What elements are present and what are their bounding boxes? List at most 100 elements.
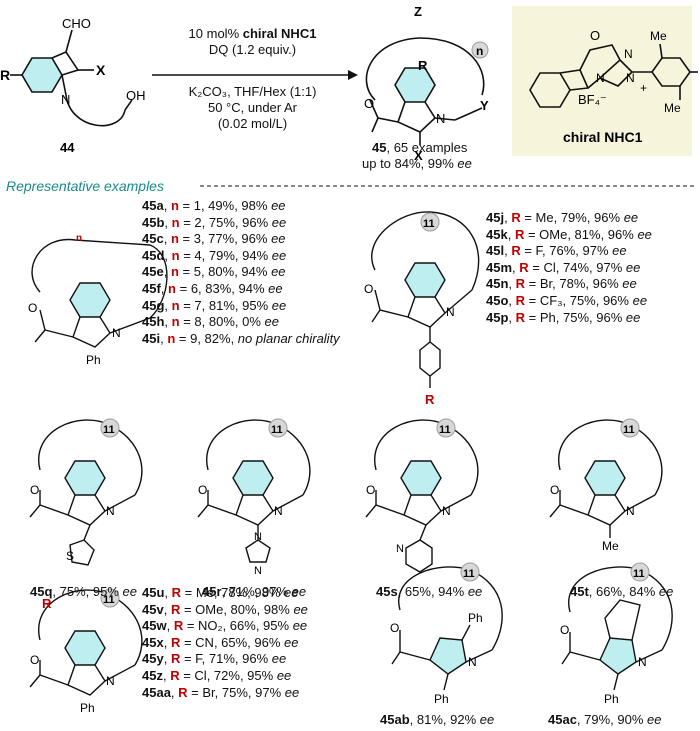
example-45j: 45j, R = Me, 79%, 96% ee xyxy=(486,210,639,225)
example-id: 45c xyxy=(142,231,164,247)
struct-45q-ring: 11 xyxy=(103,424,115,436)
struct-45a-Ph: Ph xyxy=(86,353,101,367)
catalyst-N1: N xyxy=(624,47,633,61)
example-45w: 45w, R = NO₂, 66%, 95% ee xyxy=(142,618,308,634)
catalyst-box xyxy=(512,6,692,156)
variable-value: 6 xyxy=(190,280,199,296)
example-45a: 45a, n = 1, 49%, 98% ee xyxy=(142,198,286,213)
cond-conc: (0.02 mol/L) xyxy=(217,116,288,131)
reactant-cho: CHO xyxy=(62,16,91,31)
variable-value: OMe xyxy=(195,601,224,617)
variable-value: Ph xyxy=(539,309,556,325)
product-caption: 45, 65 examples xyxy=(372,140,468,155)
example-45h: 45h, n = 8, 80%, 0% ee xyxy=(142,314,279,330)
variable-value: Cl xyxy=(543,259,556,275)
struct-45r-N3: N xyxy=(254,565,262,577)
example-45c: 45c, n = 3, 77%, 96% ee xyxy=(142,231,286,247)
variable-value: 8 xyxy=(194,314,202,330)
variable-symbol: R xyxy=(515,276,526,292)
struct-45u-ring: 11 xyxy=(103,594,115,606)
struct-45ab-Ph1: Ph xyxy=(468,611,483,625)
structure-45ab xyxy=(391,566,503,691)
struct-45ab-N: N xyxy=(468,655,477,669)
example-45g: 45g, n = 7, 81%, 95% ee xyxy=(142,297,287,313)
example-id: 45o xyxy=(486,292,509,308)
struct-45q-N: N xyxy=(106,504,115,518)
example-45k: 45k, R = OMe, 81%, 96% ee xyxy=(486,226,652,242)
cond-catalyst: 10 mol% chiral NHC1 xyxy=(188,26,317,41)
structure-45r xyxy=(197,419,311,563)
example-45n: 45n, R = Br, 78%, 96% ee xyxy=(486,276,637,292)
struct-45t-ring: 11 xyxy=(623,424,635,436)
variable-symbol: R xyxy=(514,226,525,242)
variable-symbol: R xyxy=(519,259,529,275)
variable-value: 2 xyxy=(194,214,202,230)
caption-45t: 45t, 66%, 84% ee xyxy=(570,584,674,599)
product-Z: Z xyxy=(414,4,422,19)
variable-symbol: R xyxy=(511,210,521,225)
structure-45u-aa xyxy=(29,589,143,696)
variable-value: F xyxy=(535,243,543,259)
struct-45s-ring: 11 xyxy=(439,424,451,436)
struct-45r-N2: N xyxy=(254,531,262,543)
variable-symbol: R xyxy=(170,667,180,683)
variable-value: 7 xyxy=(194,297,202,313)
struct-45ac-Ph: Ph xyxy=(604,692,619,706)
struct-45j-N: N xyxy=(446,305,455,319)
reaction-conditions-below: K₂CO₃, THF/Hex (1:1) 50 °C, under Ar (0.… xyxy=(160,84,345,132)
catalyst-O: O xyxy=(590,28,600,43)
structure-45j-p xyxy=(371,211,480,388)
example-45d: 45d, n = 4, 79%, 94% ee xyxy=(142,247,287,263)
struct-45s-N2: N xyxy=(396,543,404,555)
struct-45a-O: O xyxy=(28,301,37,315)
struct-45ab-ring: 11 xyxy=(463,568,475,580)
struct-45r-O: O xyxy=(198,483,207,497)
variable-symbol: R xyxy=(178,684,188,700)
variable-symbol: n xyxy=(171,214,180,230)
variable-value: CN xyxy=(195,634,214,650)
catalyst-me1: Me xyxy=(650,29,667,43)
product-n: n xyxy=(476,44,483,58)
example-id: 45a xyxy=(142,198,164,213)
example-45y: 45y, R = F, 71%, 96% ee xyxy=(142,651,287,667)
example-45e: 45e, n = 5, 80%, 94% ee xyxy=(142,264,286,280)
product-45-structure xyxy=(365,37,485,145)
struct-45s-O: O xyxy=(366,483,375,497)
variable-value: Me xyxy=(535,210,554,225)
catalyst-N2: N xyxy=(626,71,635,85)
example-45p: 45p, R = Ph, 75%, 96% ee xyxy=(486,309,641,325)
catalyst-N3: N xyxy=(596,71,605,85)
example-id: 45n xyxy=(486,276,509,292)
example-id: 45i xyxy=(142,330,161,346)
cond-base: K₂CO₃, THF/Hex (1:1) xyxy=(188,84,317,99)
example-id: 45j xyxy=(486,210,505,225)
example-id: 45g xyxy=(142,297,165,313)
structure-45a-i xyxy=(31,238,168,348)
example-id: 45e xyxy=(142,264,164,280)
example-45o: 45o, R = CF₃, 75%, 96% ee xyxy=(486,292,648,308)
struct-45r-N: N xyxy=(274,504,283,518)
example-45aa: 45aa, R = Br, 75%, 97% ee xyxy=(142,684,300,700)
variable-value: Me xyxy=(195,585,214,600)
variable-symbol: R xyxy=(170,634,181,650)
struct-45t-O: O xyxy=(550,483,559,497)
struct-45q-S: S xyxy=(66,549,74,563)
struct-45u-R: R xyxy=(42,596,52,611)
variable-symbol: R xyxy=(515,309,526,325)
example-id: 45m xyxy=(486,259,513,275)
variable-value: Cl xyxy=(194,667,207,683)
example-45z: 45z, R = Cl, 72%, 95% ee xyxy=(142,667,292,683)
variable-symbol: n xyxy=(167,330,176,346)
example-45i: 45i, n = 9, 82%, no planar chirality xyxy=(142,330,340,346)
structure-45s xyxy=(365,419,479,573)
variable-symbol: R xyxy=(515,292,526,308)
reactant-R: R xyxy=(0,67,10,83)
example-id: 45p xyxy=(486,309,509,325)
struct-45ac-ring: 11 xyxy=(633,568,645,580)
variable-symbol: R xyxy=(170,651,181,667)
reactant-N: N xyxy=(61,92,70,107)
example-id: 45k xyxy=(486,226,508,242)
